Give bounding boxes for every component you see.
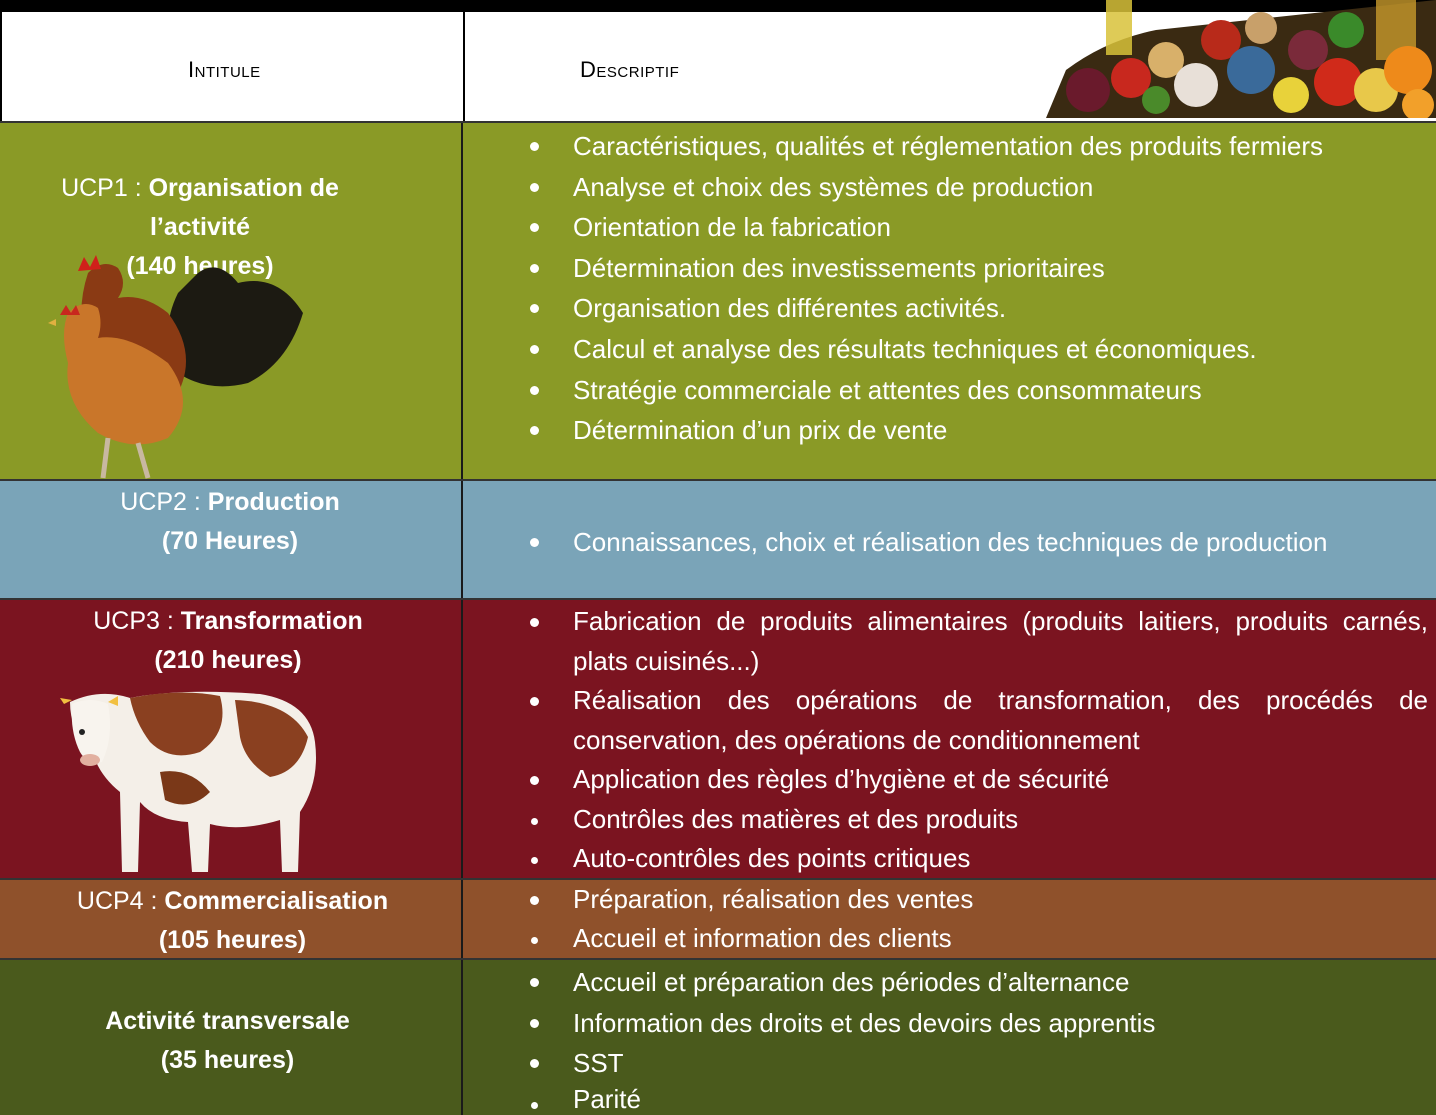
ucp1-title-cell: UCP1 : Organisation de l’activité (140 h… xyxy=(0,123,463,479)
ucp2-code: UCP2 : xyxy=(120,488,208,516)
ucp4-code: UCP4 : xyxy=(76,887,165,915)
ucp2-name: Production xyxy=(207,488,340,516)
list-item: Préparation, réalisation des ventes xyxy=(463,880,1436,919)
ucp4-hours: (105 heures) xyxy=(158,926,307,954)
fruit-vegetables-image xyxy=(1046,0,1436,118)
ucp3-items: Fabrication de produits alimentaires (pr… xyxy=(463,602,1436,879)
transversal-desc-cell: Accueil et préparation des périodes d’al… xyxy=(463,960,1436,1115)
cow-image xyxy=(60,691,316,872)
table-row-ucp2: UCP2 : Production (70 Heures) Connaissan… xyxy=(0,479,1436,598)
list-item: Contrôles des matières et des produits xyxy=(463,800,1436,840)
transversal-title-cell: Activité transversale (35 heures) xyxy=(0,960,463,1115)
ucp1-items: Caractéristiques, qualités et réglementa… xyxy=(463,126,1436,451)
list-item: Calcul et analyse des résultats techniqu… xyxy=(463,329,1436,370)
list-item: Caractéristiques, qualités et réglementa… xyxy=(463,126,1436,167)
table-header-row: Intitule Descriptif xyxy=(0,0,1436,121)
list-item: SST xyxy=(463,1043,1436,1084)
list-item: Accueil et préparation des périodes d’al… xyxy=(463,962,1436,1003)
ucp3-code: UCP3 : xyxy=(93,607,181,635)
table-row-transversal: Activité transversale (35 heures) Accuei… xyxy=(0,958,1436,1115)
ucp4-items: Préparation, réalisation des ventes Accu… xyxy=(463,880,1436,958)
transversal-title: Activité transversale (35 heures) xyxy=(55,1002,400,1080)
ucp1-name: Organisation de l’activité xyxy=(148,174,339,241)
list-item: Information des droits et des devoirs de… xyxy=(463,1003,1436,1044)
transversal-name: Activité transversale xyxy=(105,1007,350,1035)
ucp1-code: UCP1 : xyxy=(61,174,149,202)
list-item: Parité xyxy=(463,1084,1436,1114)
transversal-items: Accueil et préparation des périodes d’al… xyxy=(463,962,1436,1114)
list-item: Stratégie commerciale et attentes des co… xyxy=(463,370,1436,411)
list-item: Fabrication de produits alimentaires (pr… xyxy=(463,602,1436,681)
ucp2-items: Connaissances, choix et réalisation des … xyxy=(463,522,1436,563)
list-item: Orientation de la fabrication xyxy=(463,207,1436,248)
list-item: Réalisation des opérations de transforma… xyxy=(463,681,1436,760)
header-descriptif: Descriptif xyxy=(580,57,680,82)
ucp3-title: UCP3 : Transformation (210 heures) xyxy=(68,602,388,680)
header-intitule: Intitule xyxy=(188,57,261,82)
hens-image xyxy=(48,255,303,479)
ucp2-title: UCP2 : Production (70 Heures) xyxy=(70,483,390,561)
ucp3-desc-cell: Fabrication de produits alimentaires (pr… xyxy=(463,600,1436,878)
list-item: Détermination des investissements priori… xyxy=(463,248,1436,289)
header-cell-intitule: Intitule xyxy=(2,12,465,121)
ucp4-name: Commercialisation xyxy=(164,887,389,915)
ucp1-desc-cell: Caractéristiques, qualités et réglementa… xyxy=(463,123,1436,479)
ucp4-title: UCP4 : Commercialisation (105 heures) xyxy=(60,882,405,960)
ucp2-hours: (70 Heures) xyxy=(161,527,299,555)
ucp1-title: UCP1 : Organisation de l’activité (140 h… xyxy=(40,169,360,286)
table-row-ucp4: UCP4 : Commercialisation (105 heures) Pr… xyxy=(0,878,1436,958)
table-row-ucp3: UCP3 : Transformation (210 heures) Fabri… xyxy=(0,598,1436,878)
list-item: Analyse et choix des systèmes de product… xyxy=(463,167,1436,208)
ucp3-title-cell: UCP3 : Transformation (210 heures) xyxy=(0,600,463,878)
list-item: Application des règles d’hygiène et de s… xyxy=(463,760,1436,800)
transversal-hours: (35 heures) xyxy=(160,1046,295,1074)
ucp3-hours: (210 heures) xyxy=(154,646,302,674)
ucp2-desc-cell: Connaissances, choix et réalisation des … xyxy=(463,481,1436,598)
table-row-ucp1: UCP1 : Organisation de l’activité (140 h… xyxy=(0,121,1436,479)
ucp4-desc-cell: Préparation, réalisation des ventes Accu… xyxy=(463,880,1436,958)
header-cell-descriptif: Descriptif xyxy=(465,0,1436,121)
ucp3-name: Transformation xyxy=(180,607,363,635)
list-item: Connaissances, choix et réalisation des … xyxy=(463,522,1436,563)
ucp2-title-cell: UCP2 : Production (70 Heures) xyxy=(0,481,463,598)
list-item: Organisation des différentes activités. xyxy=(463,288,1436,329)
list-item: Auto-contrôles des points critiques xyxy=(463,839,1436,879)
list-item: Détermination d’un prix de vente xyxy=(463,410,1436,451)
ucp4-title-cell: UCP4 : Commercialisation (105 heures) xyxy=(0,880,463,958)
top-black-bar xyxy=(0,0,1436,12)
list-item: Accueil et information des clients xyxy=(463,919,1436,958)
